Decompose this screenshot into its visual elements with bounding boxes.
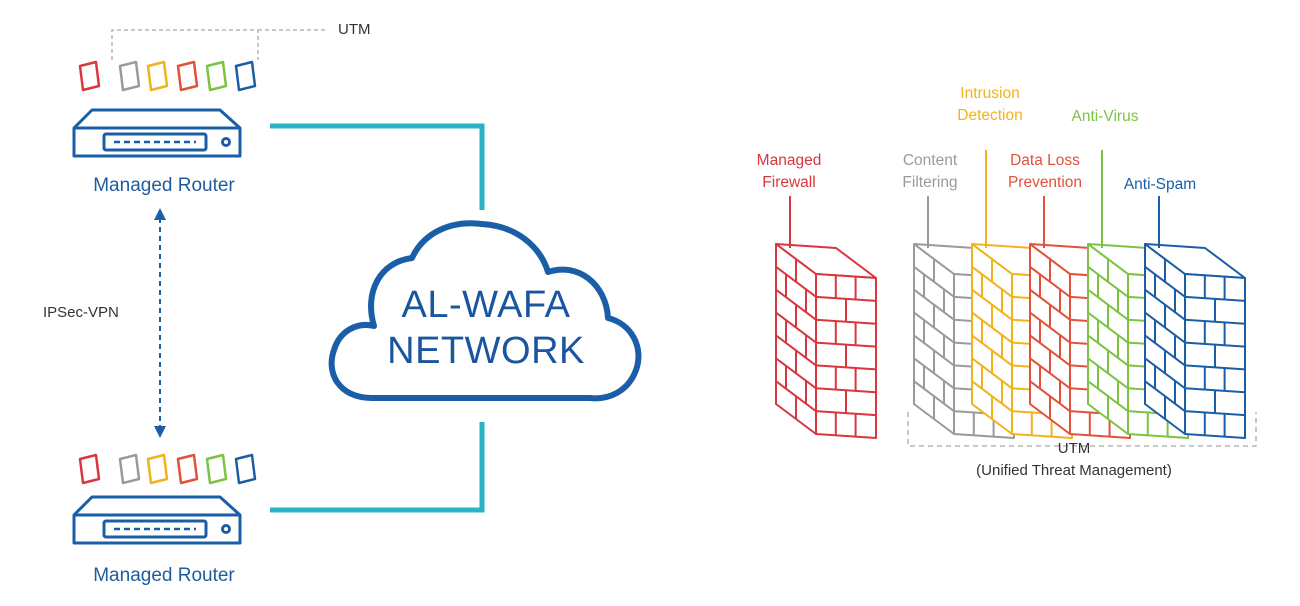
router-icon-bottom bbox=[72, 495, 242, 545]
cloud-shape bbox=[328, 220, 642, 402]
utm-module-squares-bottom bbox=[78, 453, 257, 485]
module-square-icon bbox=[146, 453, 169, 485]
utm-caption: UTM (Unified Threat Management) bbox=[976, 438, 1172, 482]
firewall-wall-icon bbox=[775, 243, 877, 439]
module-square-icon bbox=[234, 60, 257, 92]
wall-label-anti-spam: Anti-Spam bbox=[1123, 176, 1197, 193]
module-square-icon bbox=[176, 453, 199, 485]
module-square-icon bbox=[146, 60, 169, 92]
firewall-walls bbox=[775, 150, 1246, 439]
connection-line-bottom bbox=[270, 422, 485, 513]
vpn-arrow bbox=[154, 208, 166, 438]
utm-bracket-top bbox=[111, 29, 259, 60]
module-square-icon bbox=[205, 60, 228, 92]
firewall-wall-icon bbox=[1144, 243, 1246, 439]
wall-label-anti-virus: Anti-Virus bbox=[1071, 108, 1139, 125]
connection-line-top bbox=[270, 123, 485, 210]
utm-caption-title: UTM bbox=[1057, 440, 1091, 457]
module-square-icon bbox=[78, 453, 101, 485]
module-square-icon bbox=[118, 60, 141, 92]
module-square-icon bbox=[234, 453, 257, 485]
module-square-icon bbox=[205, 453, 228, 485]
router-label-top: Managed Router bbox=[93, 175, 235, 196]
router-label-bottom: Managed Router bbox=[93, 565, 235, 586]
utm-module-squares-top bbox=[78, 60, 257, 92]
module-square-icon bbox=[78, 60, 101, 92]
router-icon-top bbox=[72, 108, 242, 158]
vpn-label: IPSec-VPN bbox=[43, 304, 119, 321]
cloud-title-line2: NETWORK bbox=[387, 330, 585, 372]
module-square-icon bbox=[118, 453, 141, 485]
module-square-icon bbox=[176, 60, 199, 92]
cloud-title-line1: AL-WAFA bbox=[401, 284, 571, 326]
utm-bracket-bottom bbox=[907, 412, 1257, 447]
utm-caption-subtitle: (Unified Threat Management) bbox=[976, 461, 1172, 479]
utm-label-top: UTM bbox=[338, 21, 371, 38]
